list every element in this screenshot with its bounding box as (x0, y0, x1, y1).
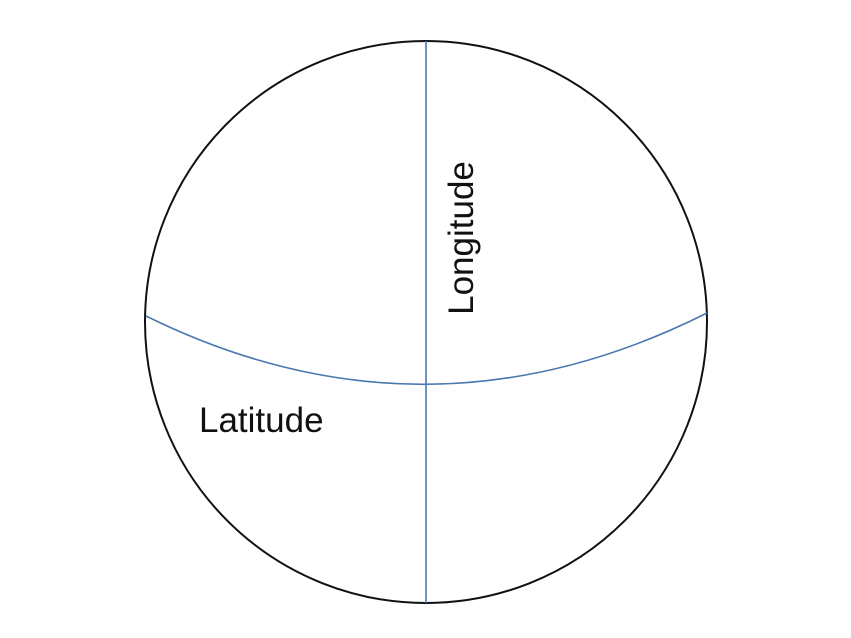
latitude-line (145, 312, 708, 385)
longitude-label: Longitude (442, 161, 481, 315)
latitude-label: Latitude (199, 401, 324, 440)
